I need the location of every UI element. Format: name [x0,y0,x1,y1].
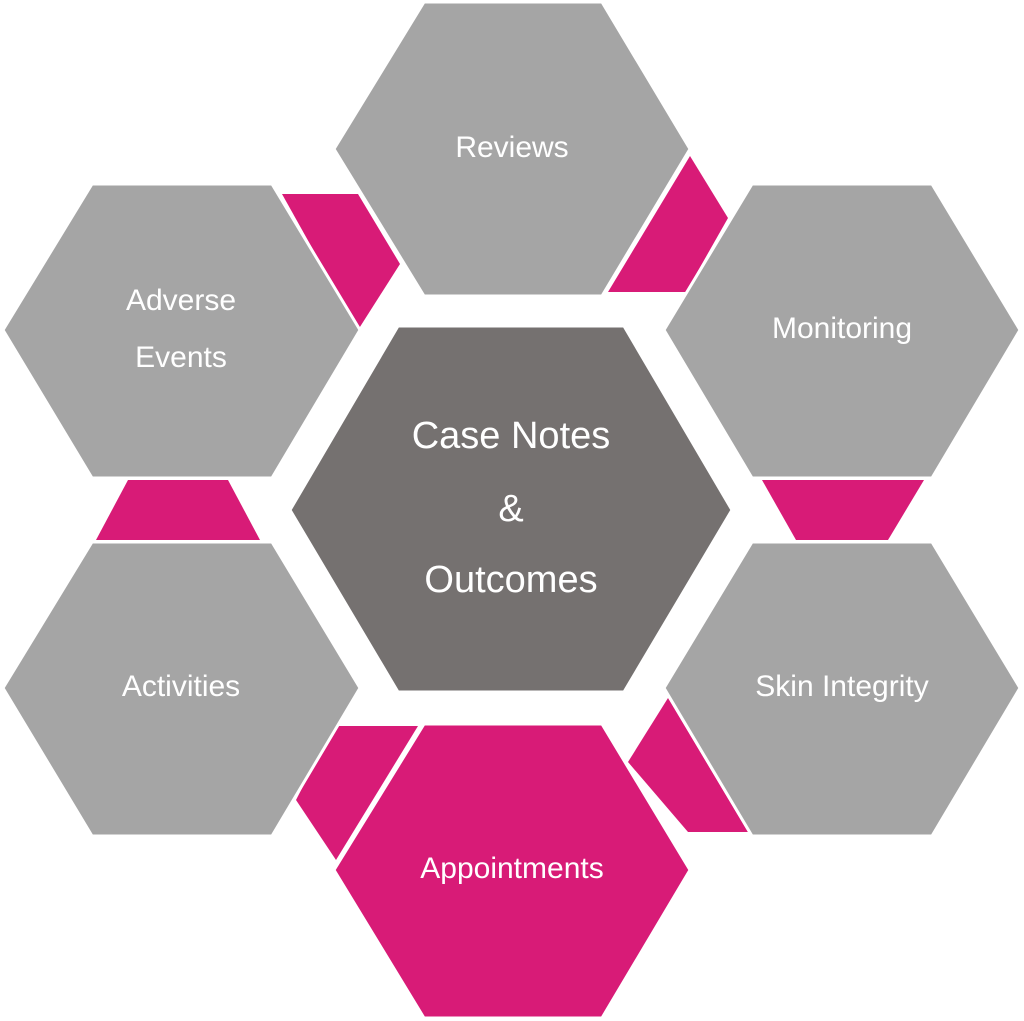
adverse-events-label-line2: Events [135,341,227,374]
connector-appointments-activities [296,726,418,860]
adverse-events-label-line1: Adverse [126,284,236,317]
appointments-label: Appointments [420,852,603,885]
connector-adverse-events-reviews [282,194,400,330]
center-label-line3: Outcomes [424,559,597,601]
connector-reviews-monitoring [608,156,728,292]
center-label-line1: Case Notes [412,415,611,457]
hex-monitoring: Monitoring [662,182,1022,480]
reviews-label: Reviews [455,131,568,164]
connector-activities-adverse-events [96,480,260,540]
hex-reviews: Reviews [332,0,692,298]
activities-label: Activities [122,670,240,703]
hex-appointments: Appointments [332,722,692,1020]
connector-monitoring-skin-integrity [762,480,924,540]
connector-skin-integrity-appointments [628,698,748,832]
hex-skin-integrity: Skin Integrity [662,540,1022,838]
skin-integrity-label: Skin Integrity [755,670,928,703]
hex-center: Case Notes & Outcomes [288,324,734,694]
hex-adverse-events: Adverse Events [1,182,362,480]
hex-activities: Activities [1,540,362,838]
monitoring-label: Monitoring [772,312,912,345]
center-label-line2: & [498,488,523,530]
